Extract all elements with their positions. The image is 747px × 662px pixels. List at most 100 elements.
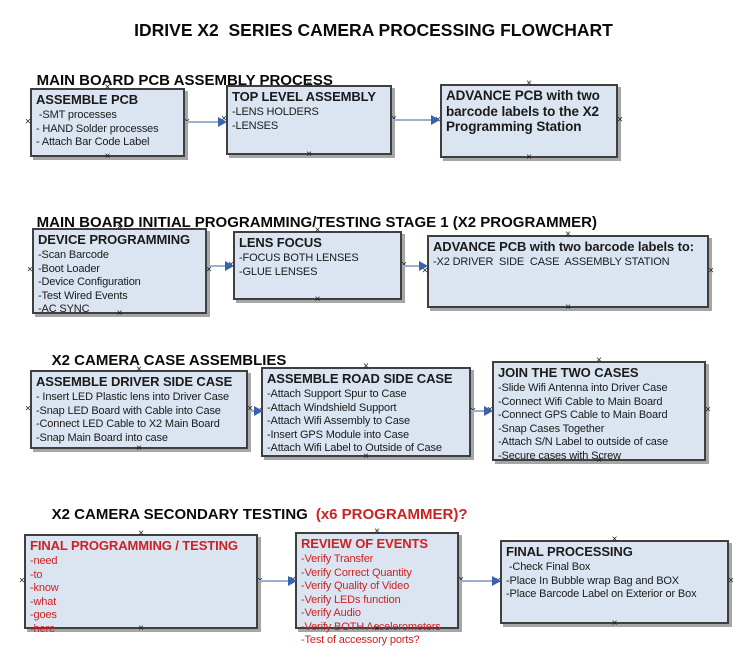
section-header-secondary-testing: X2 CAMERA SECONDARY TESTING(x6 PROGRAMME… (35, 489, 468, 540)
box-title: ADVANCE PCB with two barcode labels to t… (446, 88, 600, 134)
box-title: ADVANCE PCB with two barcode labels to: (433, 239, 694, 254)
connection-point-x-mark: × (705, 404, 711, 416)
box-item: -X2 DRIVER SIDE CASE ASSEMBLY STATION (433, 256, 670, 268)
section-header-label: X2 CAMERA CASE ASSEMBLIES (51, 352, 287, 369)
connection-point-x-mark: × (136, 443, 142, 454)
box-item: -Snap Cases Together (498, 422, 605, 435)
flow-arrow-right-icon (258, 576, 297, 586)
box-item: -Place In Bubble wrap Bag and BOX (506, 574, 679, 587)
box-item: -Attach Support Spur to Case (267, 388, 407, 400)
flow-box-final-programming-testing: FINAL PROGRAMMING / TESTING -need -to -k… (19, 529, 263, 635)
section-header-initial-programming: MAIN BOARD INITIAL PROGRAMMING/TESTING S… (20, 197, 597, 248)
section-header-label: MAIN BOARD PCB ASSEMBLY PROCESS (36, 72, 333, 89)
box-title: ASSEMBLE PCB (36, 92, 139, 107)
connection-point-x-mark: × (617, 114, 623, 126)
box-title: ASSEMBLE ROAD SIDE CASE (267, 371, 453, 386)
box-item: -Attach Wifi Assembly to Case (267, 415, 410, 427)
box-item: -Connect GPS Cable to Main Board (498, 409, 668, 421)
flow-arrow-right-icon (248, 406, 263, 416)
flow-arrow-right-icon (459, 576, 501, 586)
box-item: -Verify Audio (301, 607, 361, 619)
box-item: -Check Final Box (506, 561, 591, 573)
box-item: -Verify Correct Quantity (301, 566, 412, 579)
flow-arrow-right-icon (392, 115, 440, 125)
flow-arrow-right-icon (207, 261, 234, 271)
section-header-label: MAIN BOARD INITIAL PROGRAMMING/TESTING S… (36, 214, 597, 231)
box-item: -SMT processes (36, 109, 117, 121)
box-title: FINAL PROCESSING (506, 544, 633, 559)
box-item: - HAND Solder processes (36, 122, 159, 135)
flow-box-device-programming: DEVICE PROGRAMMING -Scan Barcode -Boot L… (27, 223, 212, 319)
flow-box-assemble-road-side-case: ASSEMBLE ROAD SIDE CASE -Attach Support … (256, 362, 476, 462)
box-item: -GLUE LENSES (239, 265, 318, 278)
box-item: -Connect Wifi Cable to Main Board (498, 395, 663, 408)
box-item: -Connect LED Cable to X2 Main Board (36, 418, 220, 430)
box-item: -Snap Main Board into case (36, 431, 168, 444)
section-header-red-label: (x6 PROGRAMMER)? (315, 506, 468, 523)
flow-arrow-right-icon (402, 261, 428, 271)
box-item: -Attach Wifi Label to Outside of Case (267, 442, 442, 454)
box-item: -know (30, 582, 59, 594)
flow-box-final-processing: FINAL PROCESSING -Check Final Box -Place… (495, 535, 734, 629)
connection-point-x-mark: × (27, 264, 33, 276)
box-item: -Verify Quality of Video (301, 580, 410, 592)
flow-box-assemble-driver-side-case: ASSEMBLE DRIVER SIDE CASE - Insert LED P… (25, 365, 253, 454)
section-header-case-assemblies: X2 CAMERA CASE ASSEMBLIES (35, 335, 287, 386)
box-item: -goes (30, 609, 57, 621)
box-title: ASSEMBLE DRIVER SIDE CASE (36, 374, 233, 389)
box-item: -what (30, 595, 57, 608)
box-item: -here (30, 622, 55, 635)
flow-box-review-of-events: REVIEW OF EVENTS -Verify Transfer -Verif… (290, 527, 464, 647)
box-title: TOP LEVEL ASSEMBLY (232, 89, 376, 104)
box-item: - Insert LED Plastic lens into Driver Ca… (36, 391, 229, 403)
flow-arrow-right-icon (471, 406, 493, 416)
connection-point-x-mark: × (526, 152, 532, 163)
flow-box-lens-focus: LENS FOCUS -FOCUS BOTH LENSES -GLUE LENS… (228, 226, 407, 305)
box-item: -Attach Windshield Support (267, 401, 397, 414)
box-item: -Device Configuration (38, 276, 141, 288)
connection-point-x-mark: × (565, 302, 571, 313)
box-item: -Slide Wifi Antenna into Driver Case (498, 382, 668, 394)
flow-box-assemble-pcb: ASSEMBLE PCB -SMT processes - HAND Solde… (25, 83, 190, 162)
box-item: -Scan Barcode (38, 249, 109, 261)
box-item: -Verify BOTH Accelerometers (301, 620, 441, 633)
box-item: -LENSES (232, 119, 279, 132)
box-item: -Place Barcode Label on Exterior or Box (506, 588, 697, 600)
box-item: -to (30, 568, 43, 581)
flow-box-join-the-two-cases: JOIN THE TWO CASES -Slide Wifi Antenna i… (487, 356, 711, 466)
box-item: -Secure cases with Screw (498, 449, 621, 462)
box-item: -Attach S/N Label to outside of case (498, 436, 669, 448)
flow-box-advance-pcb-driver-side-station: ADVANCE PCB with two barcode labels to: … (422, 230, 714, 313)
flow-arrow-right-icon (185, 117, 227, 127)
box-title: DEVICE PROGRAMMING (38, 232, 191, 247)
connection-point-x-mark: × (611, 618, 618, 629)
box-item: -Verify Transfer (301, 553, 374, 565)
connection-point-x-mark: × (306, 149, 312, 160)
box-item: -Snap LED Board with Cable into Case (36, 404, 221, 417)
connection-point-x-mark: × (25, 403, 31, 414)
box-title: FINAL PROGRAMMING / TESTING (30, 538, 238, 553)
box-item: -Insert GPS Module into Case (267, 428, 409, 441)
box-item: - Attach Bar Code Label (36, 136, 150, 148)
flow-box-advance-pcb-programming-station: ADVANCE PCB with two barcode labels to t… (435, 79, 623, 163)
connection-point-x-mark: × (19, 575, 25, 586)
box-title: REVIEW OF EVENTS (301, 536, 428, 551)
box-item: -LENS HOLDERS (232, 106, 319, 118)
connection-point-x-mark: × (728, 575, 734, 587)
connection-point-x-mark: × (314, 294, 321, 305)
connection-point-x-mark: × (206, 264, 212, 276)
box-item: -need (30, 555, 58, 567)
box-item: -AC SYNC (38, 303, 90, 315)
section-header-pcb-assembly: MAIN BOARD PCB ASSEMBLY PROCESS (20, 55, 333, 106)
box-item: -FOCUS BOTH LENSES (239, 252, 359, 264)
page-title: IDRIVE X2 SERIES CAMERA PROCESSING FLOWC… (134, 20, 613, 40)
box-title: JOIN THE TWO CASES (498, 365, 639, 380)
box-item: -Verify LEDs function (301, 593, 401, 606)
connection-point-x-mark: × (708, 265, 714, 276)
connection-point-x-mark: × (25, 116, 31, 127)
box-item: -Test Wired Events (38, 289, 128, 302)
connection-point-x-mark: × (104, 151, 111, 162)
box-title: LENS FOCUS (239, 235, 322, 250)
box-item: -Boot Loader (38, 262, 100, 275)
